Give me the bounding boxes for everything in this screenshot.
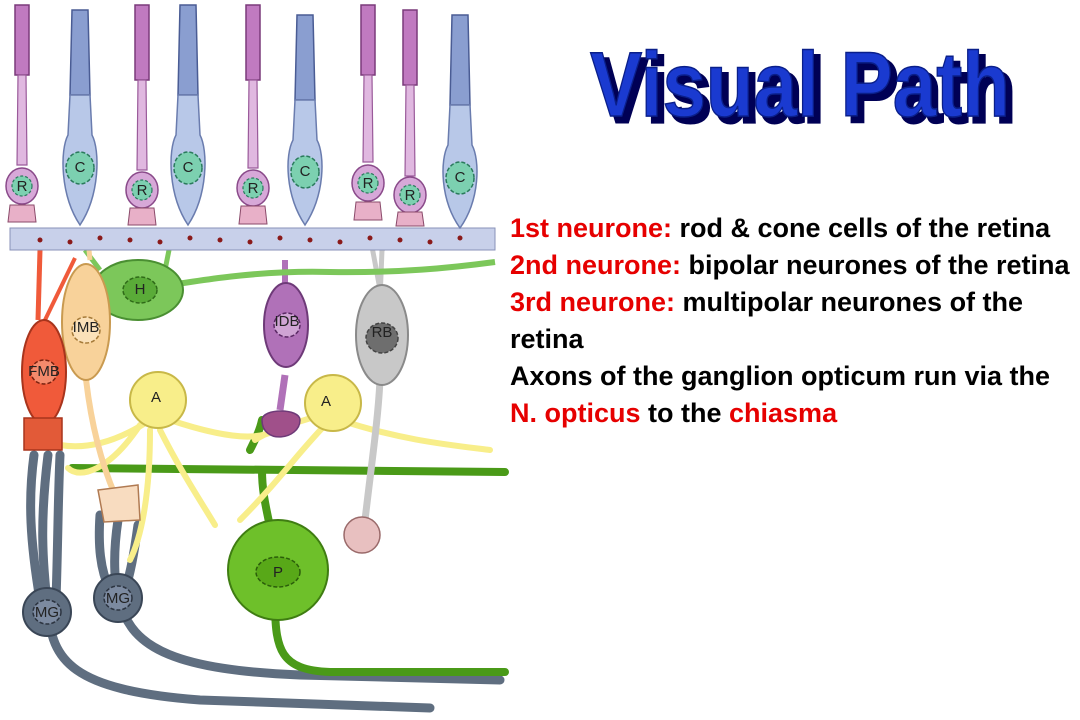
rod-label-5: R	[405, 187, 416, 204]
imb-bipolar-cell: IMB	[61, 239, 141, 523]
fmb-label: FMB	[28, 363, 60, 380]
line-axons: Axons of the ganglion opticum run via th…	[510, 358, 1075, 432]
first-neurone-text: rod & cone cells of the retina	[672, 213, 1051, 243]
second-neurone-text: bipolar neurones of the retina	[681, 250, 1070, 280]
rod-cells: R R R R	[5, 4, 427, 227]
second-neurone-label: 2nd neurone:	[510, 250, 682, 280]
synaptic-dots	[37, 235, 463, 245]
cone-cells: C C C C	[62, 4, 478, 230]
amacrine-label-1: A	[151, 389, 161, 406]
rod-label-4: R	[363, 175, 374, 192]
third-neurone-text: multipolar neurones of the retina	[510, 287, 1024, 354]
cone-label-2: C	[183, 159, 194, 176]
horizontal-label: H	[135, 281, 146, 298]
outer-plexiform-band	[9, 227, 496, 251]
first-neurone-label: 1st neurone:	[510, 213, 673, 243]
cone-label-3: C	[300, 163, 311, 180]
cone-label-4: C	[455, 169, 466, 186]
amacrine-cells: A A	[129, 371, 362, 432]
amacrine-label-2: A	[321, 393, 331, 410]
retina-diagram: MG MG P A A RB	[5, 4, 509, 713]
rod-bipolar-cell: RB	[343, 230, 409, 554]
rod-label-3: R	[248, 180, 259, 197]
imb-label: IMB	[73, 319, 100, 336]
line-third-neurone: 3rd neurone: multipolar neurones of the …	[510, 284, 1075, 358]
muller-label-1: MG	[35, 604, 59, 621]
neurone-description: 1st neurone: rod & cone cells of the ret…	[510, 210, 1075, 432]
ganglion-label: P	[273, 564, 283, 581]
ganglion-cell: P	[227, 519, 329, 621]
rod-label-1: R	[17, 178, 28, 195]
idb-bipolar-cell: IDB	[261, 260, 309, 438]
horizontal-cell: H	[83, 244, 496, 321]
rod-label-2: R	[137, 182, 148, 199]
page-title: Visual Path	[590, 34, 1010, 136]
third-neurone-label: 3rd neurone:	[510, 287, 676, 317]
idb-label: IDB	[274, 313, 299, 330]
axons-text-a: Axons of the ganglion opticum run via th…	[510, 361, 1051, 391]
fmb-bipolar-cell: FMB	[21, 249, 77, 451]
title-shadow: Visual Path	[596, 40, 1016, 140]
title-graphic: Visual Path Visual Path	[589, 33, 1017, 140]
cone-label-1: C	[75, 159, 86, 176]
line-second-neurone: 2nd neurone: bipolar neurones of the ret…	[510, 247, 1075, 284]
muller-label-2: MG	[106, 590, 130, 607]
amacrine-processes	[57, 412, 493, 563]
n-opticus-term: N. opticus	[510, 398, 641, 428]
chiasma-term: chiasma	[729, 398, 838, 428]
axons-text-b: to the	[640, 398, 730, 428]
rb-label: RB	[372, 324, 393, 341]
muller-bodies: MG MG	[22, 573, 143, 637]
line-first-neurone: 1st neurone: rod & cone cells of the ret…	[510, 210, 1075, 247]
